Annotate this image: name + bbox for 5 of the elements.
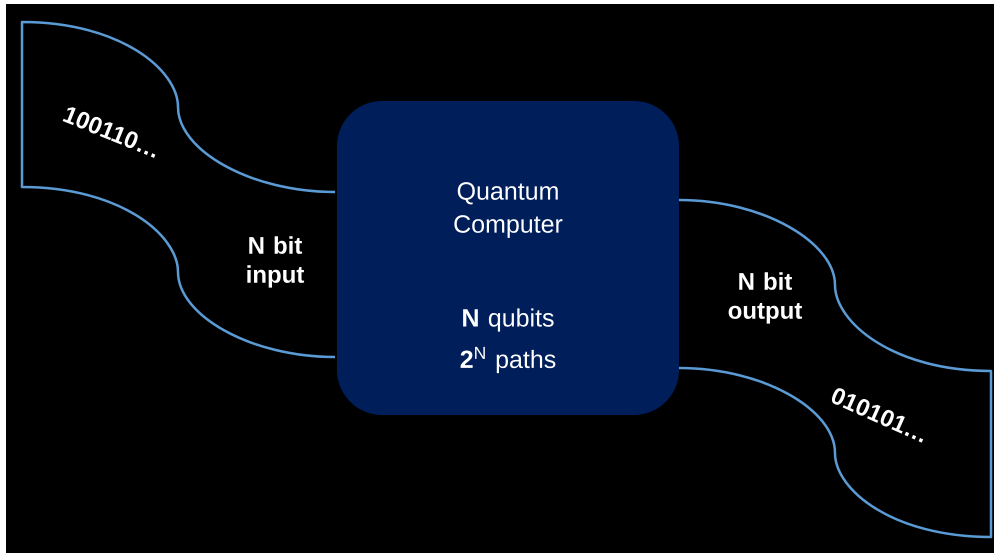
box-title: Quantum Computer [454, 182, 562, 238]
box-text: 2$^{N}$ paths [460, 346, 556, 374]
ribbon-label: N bit input [247, 236, 304, 288]
ribbon-label: N bit output [728, 272, 802, 324]
box-text: N qubits [463, 308, 554, 332]
